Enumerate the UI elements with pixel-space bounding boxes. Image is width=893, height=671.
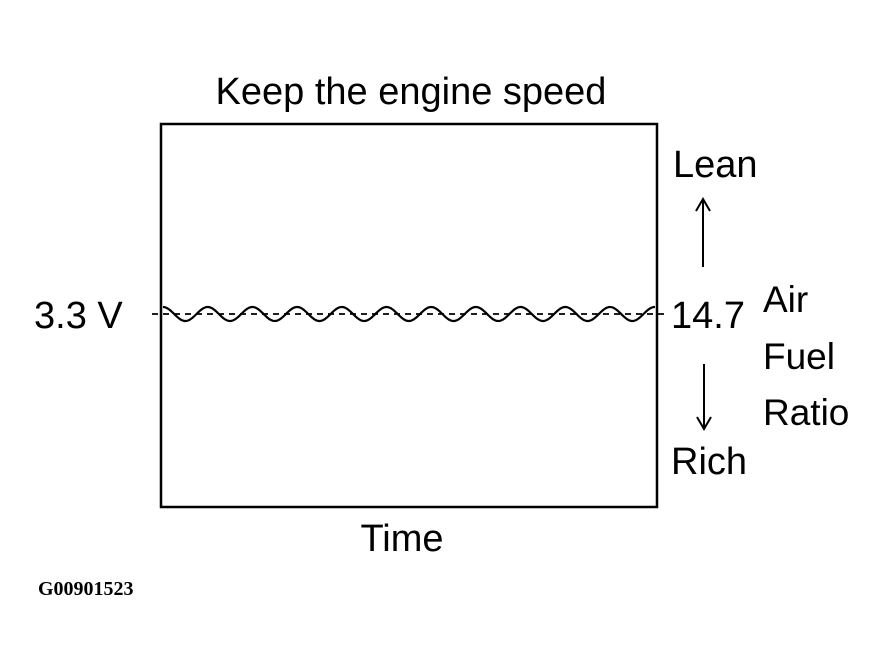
x-axis-label: Time	[360, 518, 443, 560]
diagram-title: Keep the engine speed	[216, 71, 607, 113]
ratio-label-ratio: Ratio	[763, 392, 849, 433]
plot-frame	[159, 122, 659, 509]
signal-wave	[162, 305, 656, 323]
ratio-label-air: Air	[763, 279, 808, 320]
arrow-up-icon	[695, 197, 711, 267]
lean-label: Lean	[673, 144, 758, 186]
ratio-value-label: 14.7	[671, 295, 745, 337]
rich-label: Rich	[671, 441, 747, 483]
voltage-label: 3.3 V	[34, 295, 123, 337]
ratio-label-fuel: Fuel	[763, 336, 835, 377]
arrow-down-icon	[696, 364, 712, 431]
figure-id: G00901523	[38, 578, 134, 600]
